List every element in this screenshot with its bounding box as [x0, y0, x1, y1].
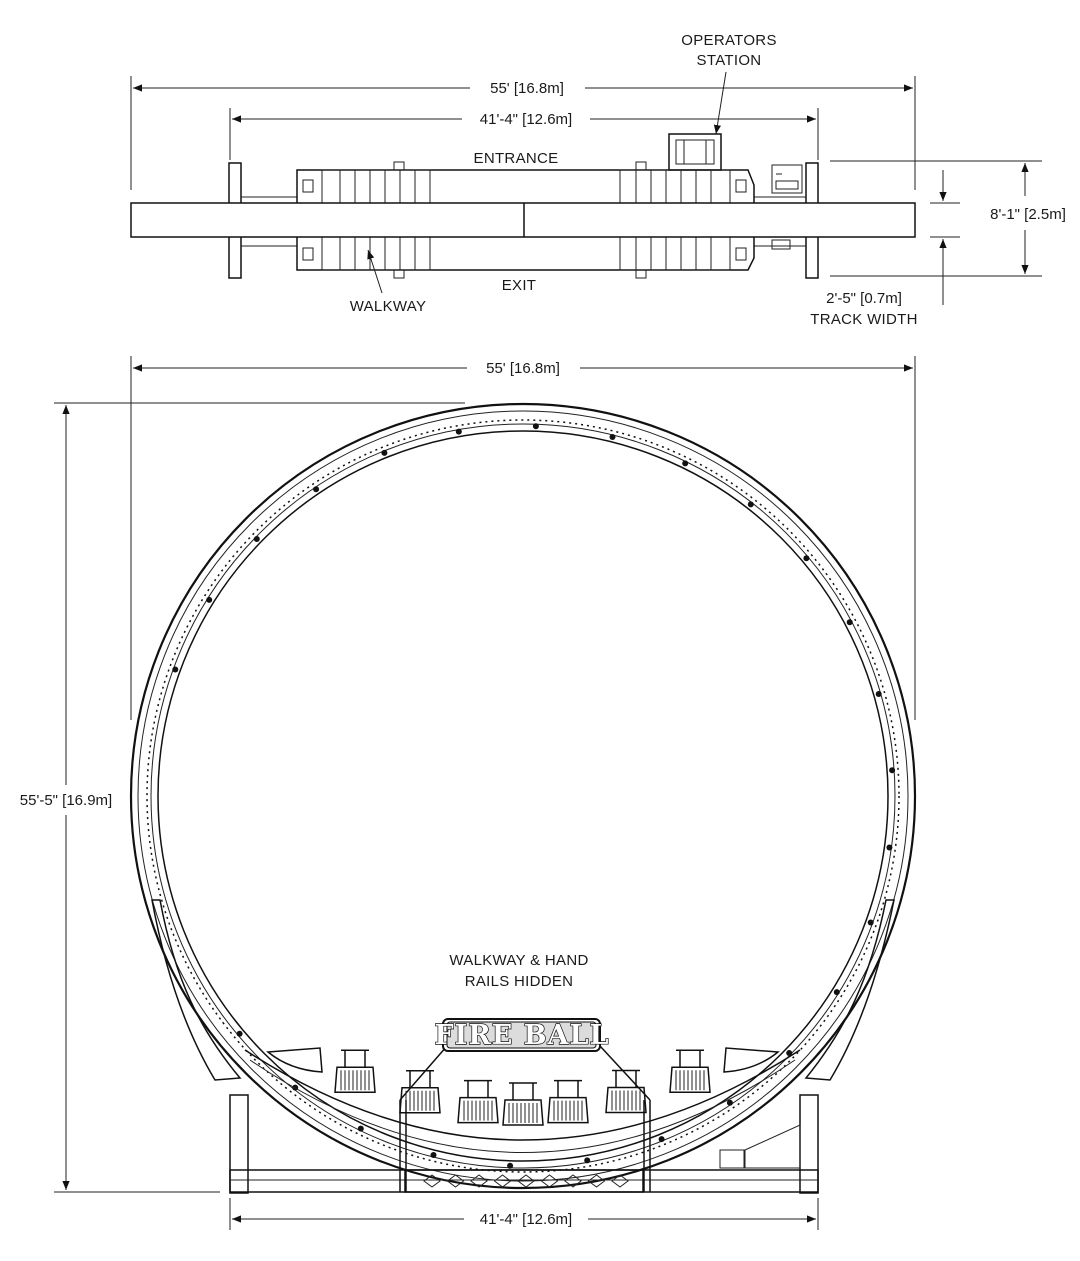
train-car	[399, 1069, 441, 1114]
ring-bolt	[786, 1050, 793, 1056]
ring-bolt	[658, 1136, 665, 1143]
train-car	[334, 1049, 376, 1093]
ring-bolt	[846, 619, 853, 626]
track-width-dimension: 2'-5" [0.7m] TRACK WIDTH	[810, 170, 960, 328]
operators-leader	[713, 71, 727, 135]
exit-label: EXIT	[502, 277, 537, 294]
ring-bolt	[455, 428, 462, 435]
ring-bolt	[532, 423, 539, 430]
operators-booth	[668, 133, 722, 171]
ring-bolt	[889, 767, 896, 774]
ring-bolt	[357, 1125, 364, 1132]
base-diamond	[493, 1174, 512, 1188]
base-diamond-pattern	[423, 1174, 629, 1188]
left-side-housing	[151, 899, 242, 1081]
platform-length-label: 41'-4" [12.6m]	[480, 111, 572, 128]
ring-bolt	[430, 1152, 437, 1158]
base-diamond	[611, 1174, 629, 1188]
ring-bolt	[172, 666, 179, 673]
train-cars	[334, 1049, 711, 1126]
ring-bolt	[381, 449, 388, 456]
ring-bolt	[682, 460, 689, 467]
walkway-label: WALKWAY	[350, 298, 427, 315]
train-car	[669, 1049, 711, 1093]
base-diamond	[446, 1174, 465, 1188]
logo-text: FIRE BALL	[435, 1020, 610, 1051]
ring-bolt	[886, 844, 893, 851]
base-diamond	[587, 1174, 606, 1188]
base-diamond	[564, 1174, 582, 1188]
train-car	[457, 1079, 499, 1124]
ring-bolt	[584, 1157, 591, 1164]
base-width-label: 41'-4" [12.6m]	[480, 1211, 572, 1228]
left-nose-cone	[266, 1047, 323, 1073]
hidden-note-line2: RAILS HIDDEN	[465, 973, 574, 990]
ring-bolt	[253, 536, 260, 542]
overall-length-label: 55' [16.8m]	[490, 80, 564, 97]
entrance-label: ENTRANCE	[474, 150, 559, 167]
front-width-label: 55' [16.8m]	[486, 360, 560, 377]
front-height-dimension: 55'-5" [16.9m]	[20, 402, 465, 1193]
ring-bolts	[172, 423, 896, 1169]
control-panel	[771, 164, 803, 250]
base-diamond	[540, 1174, 559, 1188]
ring-bolt	[747, 501, 754, 508]
platform-outline	[296, 169, 755, 271]
ring-bolt	[236, 1030, 243, 1037]
train-car	[605, 1069, 647, 1114]
overall-length-dimension: 55' [16.8m]	[130, 76, 916, 190]
operators-label-line1: OPERATORS	[681, 32, 777, 49]
loop-track	[129, 402, 917, 1190]
train-car	[547, 1079, 589, 1124]
ring-bolt	[609, 434, 616, 440]
train-car	[502, 1082, 544, 1126]
ring-bolt	[726, 1099, 733, 1106]
track-width-label: TRACK WIDTH	[810, 311, 917, 328]
base-diamond	[423, 1174, 441, 1188]
train-track-curve	[244, 1049, 801, 1141]
fireball-logo: FIRE BALL	[434, 1018, 610, 1052]
base-width-dimension: 41'-4" [12.6m]	[229, 1198, 819, 1230]
base-frame	[229, 1094, 819, 1194]
right-nose-cone	[723, 1047, 780, 1073]
ring-bolt	[833, 989, 840, 996]
front-width-dimension: 55' [16.8m]	[130, 356, 916, 720]
plan-view: 55' [16.8m] 41'-4" [12.6m] OPERATORS STA…	[130, 32, 1066, 328]
ring-bolt	[803, 555, 810, 562]
depth-dim-label: 8'-1" [2.5m]	[990, 206, 1066, 223]
front-height-label: 55'-5" [16.9m]	[20, 792, 112, 809]
track-width-dim-label: 2'-5" [0.7m]	[826, 290, 902, 307]
track-beam	[130, 202, 916, 238]
hidden-note-line1: WALKWAY & HAND	[449, 952, 588, 969]
support-struts	[399, 1045, 651, 1192]
right-side-housing	[804, 899, 895, 1081]
ring-bolt	[313, 486, 320, 493]
base-diamond	[470, 1174, 488, 1188]
depth-dimension: 8'-1" [2.5m]	[830, 160, 1066, 277]
operators-label-line2: STATION	[697, 52, 762, 69]
ring-bolt	[875, 691, 882, 697]
ring-bolt	[206, 596, 213, 603]
base-diamond	[517, 1174, 535, 1188]
ring-bolt	[507, 1162, 514, 1169]
platform-length-dimension: 41'-4" [12.6m]	[229, 108, 819, 160]
ring-bolt	[867, 919, 874, 926]
elevation-view: 55' [16.8m] 55'-5" [16.9m] 41'-4" [12.6m…	[20, 356, 917, 1230]
